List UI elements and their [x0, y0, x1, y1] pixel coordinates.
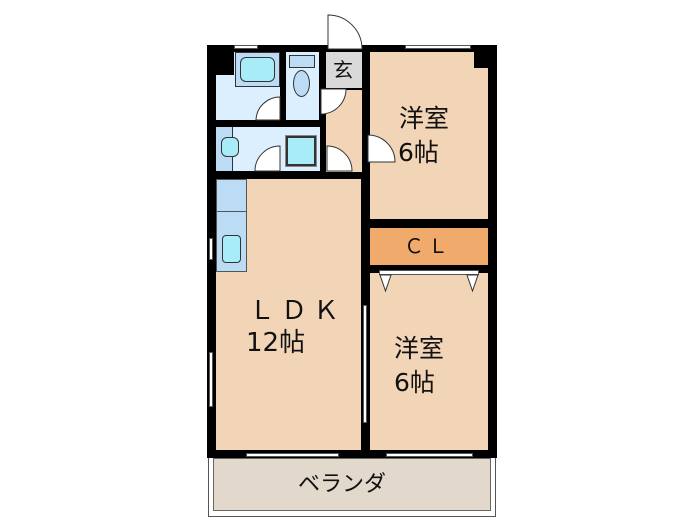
washbasin-icon [221, 137, 239, 157]
veranda-floor [213, 458, 491, 511]
room1-door-icon [367, 134, 396, 163]
closet-label: ＣＬ [404, 234, 452, 258]
western-room-2 [370, 273, 488, 450]
washroom-door-icon [254, 145, 281, 172]
room1-window-top [405, 45, 471, 49]
bath-door-icon [255, 96, 281, 121]
bath-corner-wall [214, 50, 234, 75]
western-room-1-size: 6帖 [398, 138, 439, 167]
closet-door [379, 270, 479, 275]
ldk-size: 12帖 [246, 328, 306, 358]
western-room-1-label: 洋室 [399, 104, 450, 133]
sliding-door [363, 305, 367, 423]
entrance-label: 玄 [333, 58, 353, 82]
closet [370, 228, 488, 265]
ldk-window-bottom [246, 453, 339, 457]
toilet-door-icon [320, 88, 347, 115]
ldk-label: ＬＤＫ [249, 296, 346, 326]
ldk-door-icon [326, 145, 353, 172]
washing-machine-icon [285, 135, 317, 167]
ldk-window-left-1 [209, 238, 213, 260]
entrance [326, 52, 362, 88]
veranda-label: ベランダ [298, 472, 387, 497]
ldk-window-left-2 [209, 352, 213, 407]
western-room-2-size: 6帖 [394, 368, 435, 397]
western-room-1 [370, 52, 488, 219]
bath-window [234, 45, 258, 49]
toilet-tank [289, 55, 315, 68]
toilet-bowl-icon [293, 70, 310, 97]
closet-door-hinge-icon [379, 274, 479, 293]
kitchen-divider [216, 211, 247, 212]
bathtub-basin [240, 57, 275, 82]
western-room-2-label: 洋室 [394, 334, 445, 363]
entrance-door-icon [327, 14, 363, 50]
kitchen-sink-icon [222, 235, 241, 263]
room1-corner-wall [474, 50, 490, 68]
room2-window-bottom [386, 453, 473, 457]
